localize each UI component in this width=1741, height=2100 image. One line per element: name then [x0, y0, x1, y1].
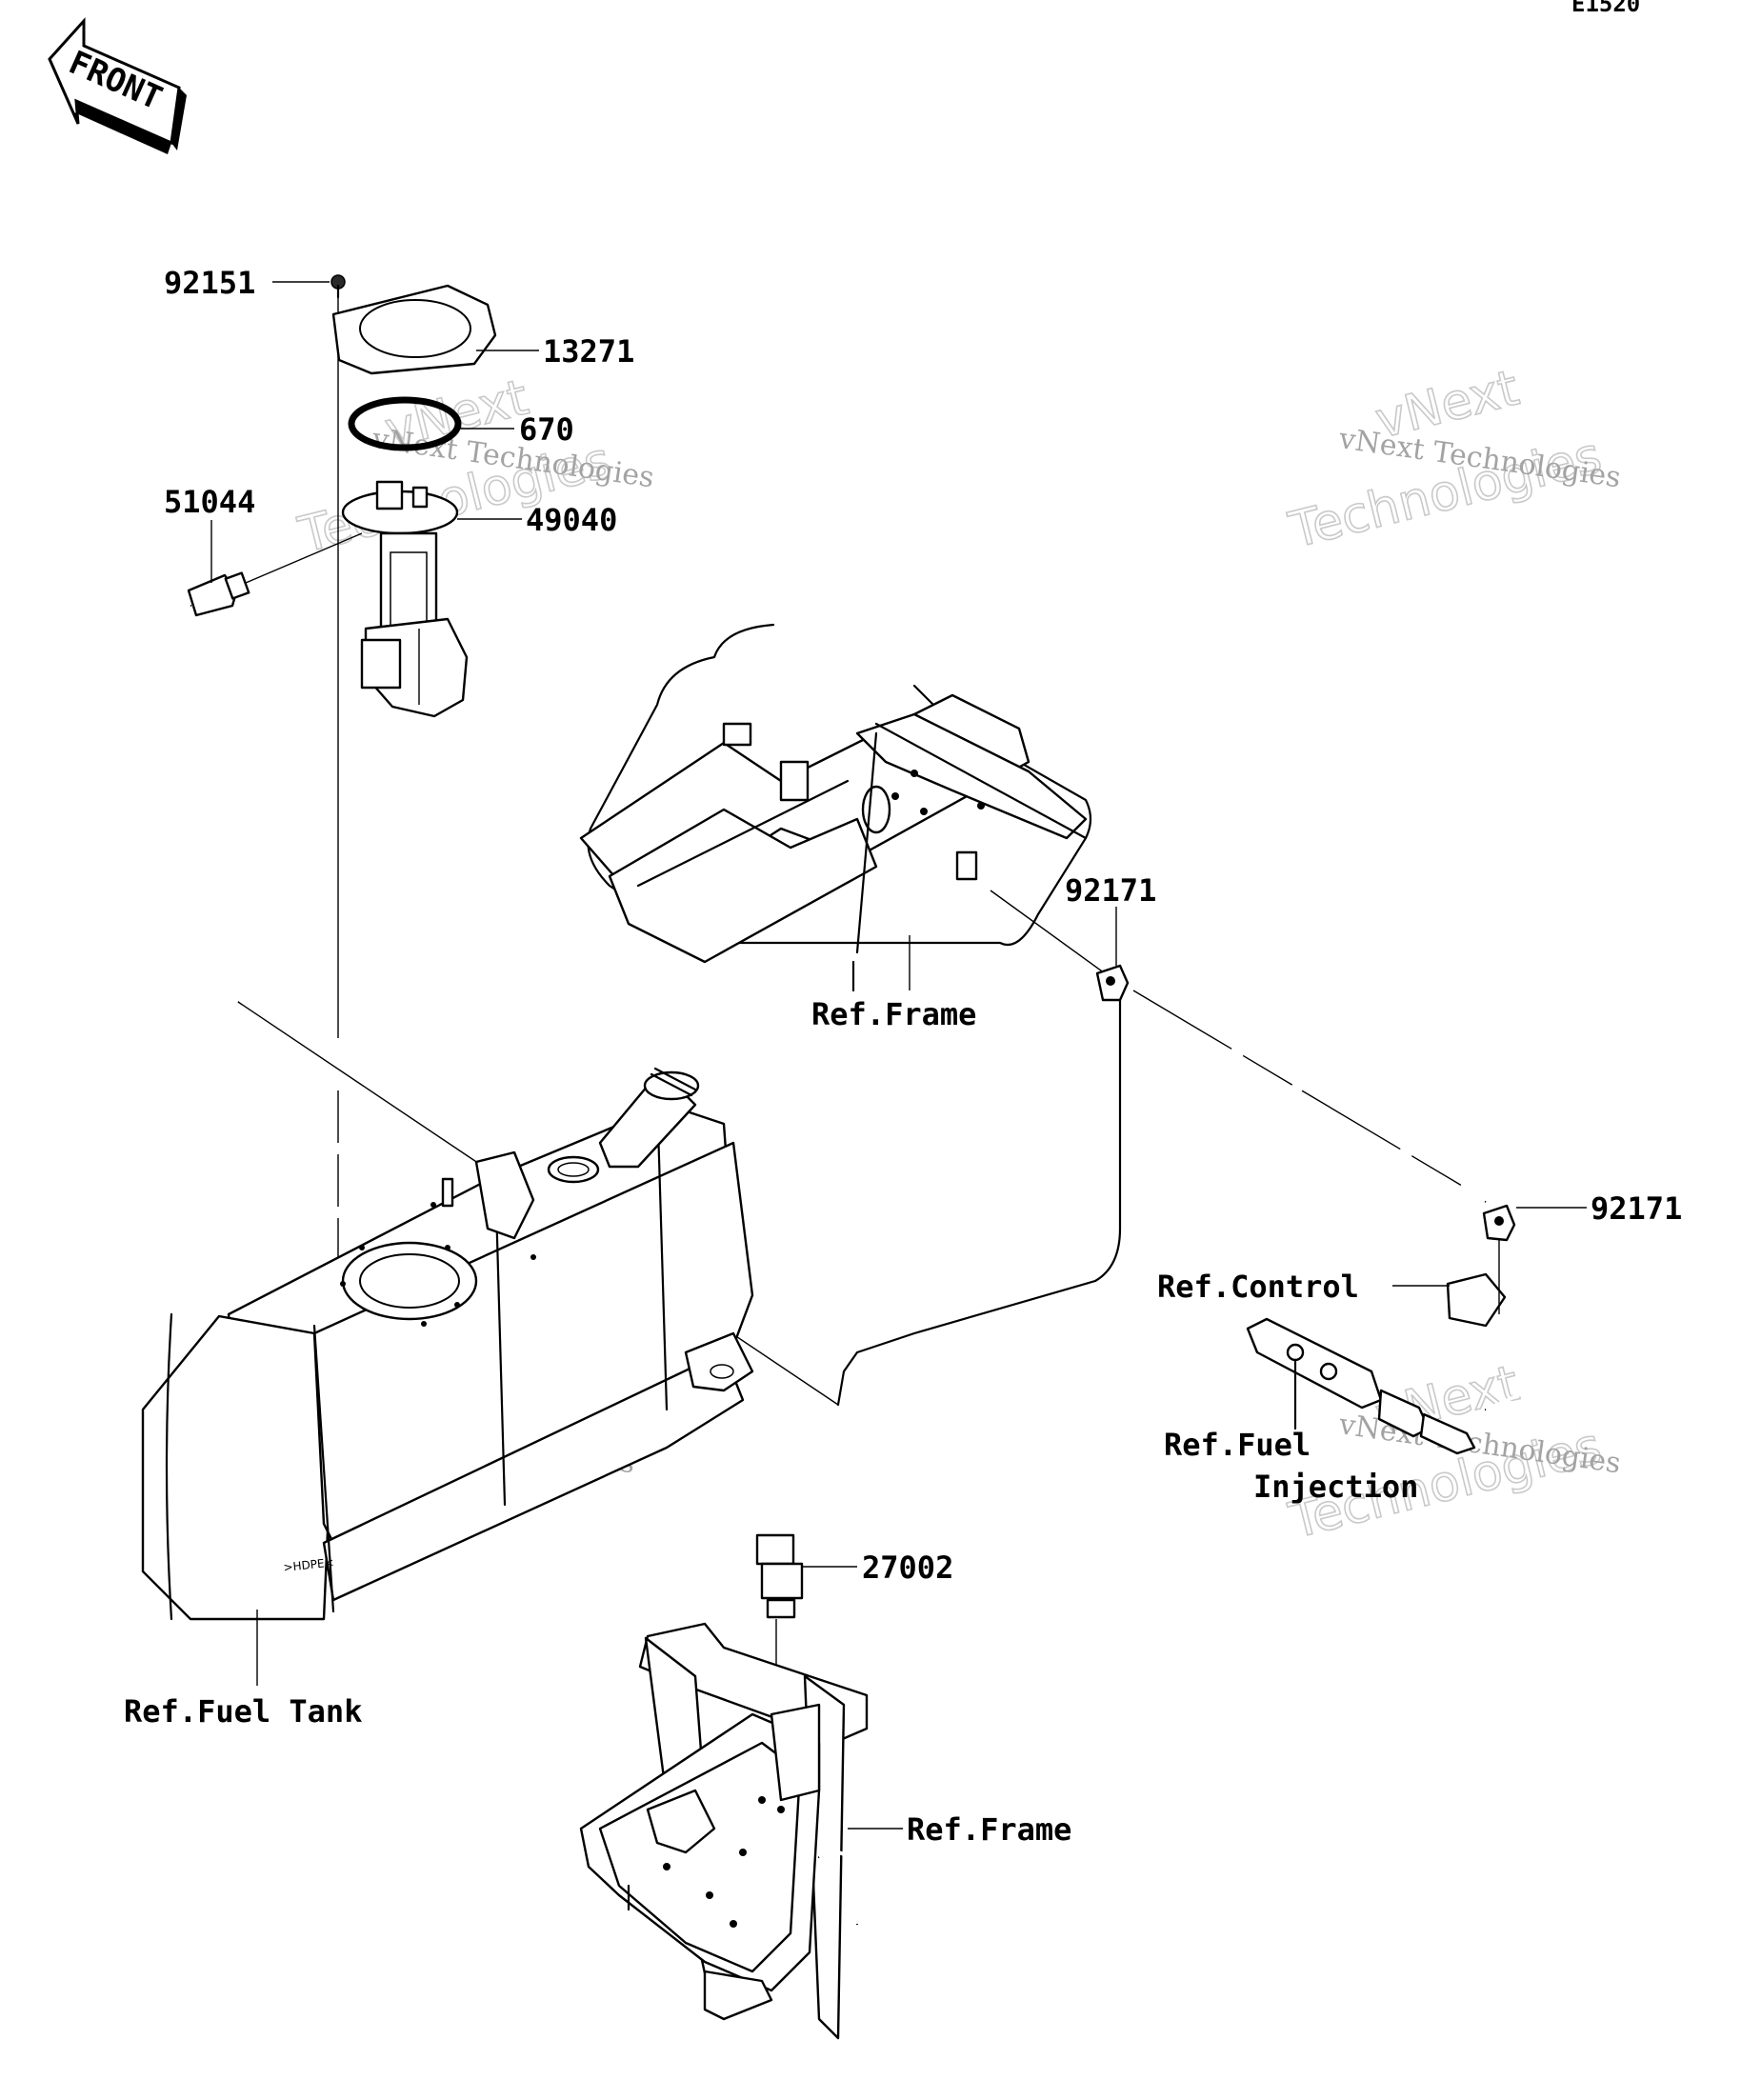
callout-49040: 49040	[526, 502, 617, 538]
callout-ref-control: Ref.Control	[1157, 1269, 1359, 1305]
fuel-line	[836, 890, 1666, 1411]
callout-13271: 13271	[543, 333, 634, 370]
callout-51044: 51044	[164, 484, 255, 520]
callout-27002: 27002	[862, 1550, 953, 1586]
bolt-92151	[330, 274, 346, 299]
frame-top	[579, 623, 1092, 992]
callout-ref-fuel-tank: Ref.Fuel Tank	[124, 1693, 362, 1730]
callout-92151: 92151	[164, 265, 255, 301]
watermark-top-right: vNext Technologies vNext Technologies	[1283, 359, 1623, 561]
fuel-hose-51044	[20, 532, 839, 1406]
callout-ref-frame-top: Ref.Frame	[811, 996, 976, 1032]
page-code: E1520	[1571, 0, 1640, 17]
frame-bottom	[579, 1622, 869, 2040]
callout-ref-fuel-injection-1: Ref.Fuel	[1164, 1427, 1311, 1463]
callout-ref-frame-bottom: Ref.Frame	[907, 1811, 1071, 1848]
clamp-92171-lower	[1482, 1204, 1516, 1242]
control-bracket	[1446, 1238, 1507, 1328]
fuel-tank: >HDPE<	[141, 1067, 754, 1621]
o-ring-670	[348, 396, 462, 451]
fuel-injection-rail	[1246, 1317, 1476, 1455]
callout-ref-fuel-injection-2: Injection	[1253, 1469, 1418, 1505]
fuel-pump-49040	[341, 480, 469, 718]
plate-13271	[331, 284, 497, 375]
svg-text:>HDPE<: >HDPE<	[283, 1555, 334, 1573]
callout-92171-b: 92171	[1591, 1190, 1682, 1227]
front-arrow-icon: FRONT	[48, 17, 187, 154]
clamp-92171-upper	[1095, 964, 1130, 1002]
callout-92171-a: 92171	[1065, 872, 1156, 909]
callout-670: 670	[519, 411, 574, 448]
relay-27002	[755, 1533, 804, 1619]
